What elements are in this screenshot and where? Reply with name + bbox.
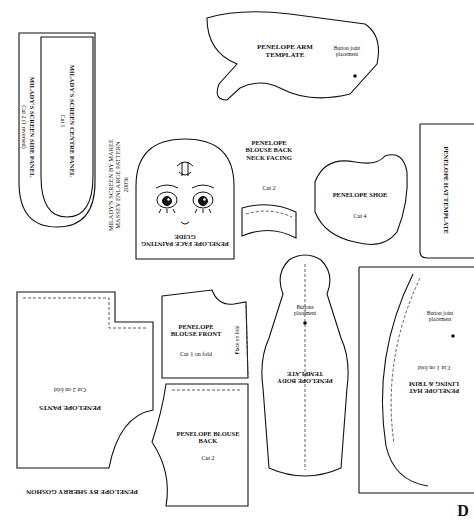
piece-instruction: Cut 2 (1 reversed): [21, 57, 28, 197]
face-guide: [156, 162, 214, 224]
piece-instruction: Cut 2: [249, 185, 289, 192]
seam-line: [391, 278, 420, 444]
pattern-piece: MILADY'S SCREEN SIDE PANELCut 2 (1 rever…: [18, 32, 96, 228]
pattern-piece: PENELOPE HAT LINING & TRIM Cut 1 on fold B…: [358, 266, 474, 494]
piece-instruction: Cut 4: [340, 213, 380, 220]
piece-instruction: Cut 1 on fold: [401, 365, 467, 372]
cut-line: [242, 205, 296, 238]
piece-instruction: Cut 1 on fold: [168, 351, 224, 358]
seam-line: [172, 390, 242, 391]
piece-instruction: Cut 2: [183, 455, 233, 462]
pattern-piece: PENELOPE PANTS Cut 2 on fold: [15, 290, 155, 470]
cut-line: [420, 124, 474, 258]
piece-instruction: Place on fold: [234, 310, 240, 370]
cut-line: [359, 267, 474, 493]
piece-instruction: Cut 1: [60, 51, 67, 191]
cut-line: [41, 37, 93, 217]
cut-line: [315, 155, 407, 245]
cut-line: [136, 139, 234, 259]
piece-outline: [15, 290, 155, 470]
pattern-piece: PENELOPE BLOUSE BACK NECK FACING Cut 2: [238, 108, 300, 243]
pattern-piece: PENELOPE BLOUSE BACK Cut 2: [150, 382, 250, 508]
piece-outline: [238, 108, 300, 243]
pattern-piece: PENELOPE HAT TEMPLATE: [412, 120, 474, 260]
pattern-piece: MILADY'S SCREEN CENTRE PANELCut 1: [40, 36, 94, 218]
piece-title: PENELOPE HAT TEMPLATE: [442, 135, 449, 245]
piece-instruction: Button joint placement: [330, 45, 364, 58]
piece-outline: [358, 266, 474, 494]
credit-note: MILADY'S SCREEN BY MAREE MASSEY ENLARGE …: [107, 135, 129, 235]
placement-dot: [451, 334, 455, 338]
pattern-piece: PENELOPE FACE PAINTING GUIDE: [135, 138, 235, 260]
seam-line: [246, 306, 248, 376]
cut-line: [152, 384, 248, 506]
piece-title: PENELOPE BODY TEMPLATE: [272, 371, 338, 386]
piece-title: PENELOPE PANTS: [30, 404, 110, 412]
cut-line: [17, 292, 153, 468]
piece-instruction: Button joint placement: [415, 310, 465, 323]
piece-instruction: Cut 2 on fold: [30, 387, 110, 394]
pattern-piece: PENELOPE ARM TEMPLATE Button joint placem…: [195, 6, 385, 106]
piece-outline: [40, 36, 94, 218]
cut-line: [207, 12, 379, 100]
piece-title: PENELOPE HAT LINING & TRIM: [401, 381, 467, 396]
placement-dot: [303, 321, 307, 325]
piece-title: MILADY'S SCREEN CENTRE PANEL: [68, 51, 75, 191]
piece-title: PENELOPE ARM TEMPLATE: [246, 43, 324, 59]
piece-outline: [255, 248, 355, 488]
piece-title: PENELOPE FACE PAINTING GUIDE: [141, 234, 229, 249]
piece-outline: [150, 382, 250, 508]
placement-dot: [353, 74, 357, 78]
cut-line: [262, 255, 348, 476]
cut-line: [162, 290, 248, 378]
piece-title: PENELOPE BLOUSE BACK: [175, 430, 241, 445]
seam-line: [305, 264, 306, 470]
seam-line: [23, 298, 147, 328]
sheet-letter: D: [453, 502, 473, 520]
piece-title: PENELOPE BLOUSE FRONT: [168, 323, 224, 338]
piece-title: MILADY'S SCREEN SIDE PANEL: [28, 57, 35, 197]
pattern-piece: PENELOPE BLOUSE FRONT Cut 1 on fold Place …: [160, 288, 250, 380]
pattern-piece: PENELOPE SHOE Cut 4: [305, 150, 410, 255]
pattern-piece: PENELOPE BODY TEMPLATE Buttons placement: [255, 248, 355, 488]
seam-line: [246, 211, 292, 217]
piece-outline: [305, 150, 410, 255]
piece-title: PENELOPE BLOUSE BACK NECK FACING: [240, 139, 298, 161]
piece-title: PENELOPE SHOE: [330, 191, 390, 198]
credit-note: PENELOPE BY SHERRY GOSHON: [12, 488, 152, 496]
piece-instruction: Buttons placement: [285, 304, 325, 317]
cut-line: [19, 33, 95, 227]
